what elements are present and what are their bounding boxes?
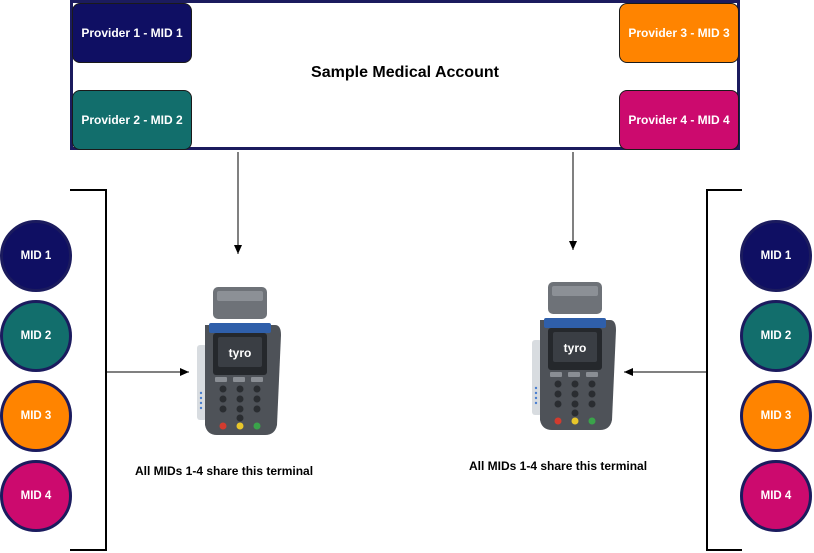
provider-4-box: Provider 4 - MID 4 bbox=[619, 90, 739, 150]
left-mid-2-circle: MID 2 bbox=[0, 300, 72, 372]
right-mid-3-circle: MID 3 bbox=[740, 380, 812, 452]
right-eftpos-terminal: tyro bbox=[532, 282, 616, 430]
left-bracket bbox=[70, 189, 107, 551]
right-bracket bbox=[706, 189, 742, 551]
provider-3-box: Provider 3 - MID 3 bbox=[619, 3, 739, 63]
provider-1-box: Provider 1 - MID 1 bbox=[72, 3, 192, 63]
left-terminal-brand: tyro bbox=[229, 346, 252, 360]
right-mid-1-circle: MID 1 bbox=[740, 220, 812, 292]
account-title: Sample Medical Account bbox=[311, 64, 499, 81]
right-terminal-brand: tyro bbox=[564, 341, 587, 355]
left-mid-4-circle: MID 4 bbox=[0, 460, 72, 532]
right-mid-2-circle: MID 2 bbox=[740, 300, 812, 372]
provider-2-box: Provider 2 - MID 2 bbox=[72, 90, 192, 150]
left-mid-1-circle: MID 1 bbox=[0, 220, 72, 292]
right-terminal-caption: All MIDs 1-4 share this terminal bbox=[469, 459, 648, 473]
right-mid-4-circle: MID 4 bbox=[740, 460, 812, 532]
left-terminal-caption: All MIDs 1-4 share this terminal bbox=[135, 464, 314, 478]
left-eftpos-terminal: tyro bbox=[197, 287, 281, 435]
left-mid-3-circle: MID 3 bbox=[0, 380, 72, 452]
